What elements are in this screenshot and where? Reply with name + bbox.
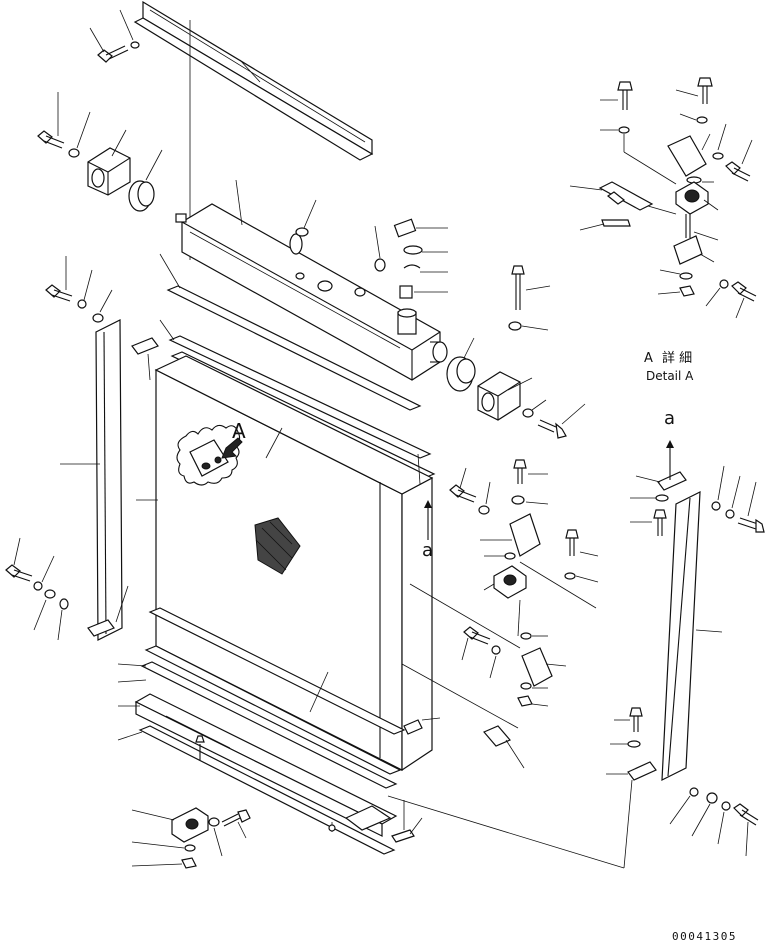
arrow-a-core: [424, 500, 432, 540]
washer: [725, 509, 735, 519]
bracket-left-top: [131, 337, 159, 355]
bolt-vertical-2: [513, 459, 527, 484]
rubber-cushion-right: [446, 356, 476, 392]
bracket-center: [509, 513, 541, 557]
bolt-right-panel-bottom: [733, 803, 759, 826]
lower-mount-bracket: [171, 807, 209, 843]
washer: [491, 645, 501, 655]
radiator-core: [154, 355, 434, 772]
washer: [44, 589, 56, 599]
washer: [33, 581, 43, 591]
detail-letter: A: [644, 351, 653, 366]
mount-block-right: [477, 371, 521, 421]
filler-neck: [397, 308, 417, 335]
detail-callout-bubble: [176, 424, 243, 486]
inlet-pipe: [430, 341, 448, 363]
mount-block-left: [87, 147, 131, 196]
washer: [564, 572, 576, 580]
bolt-left-panel-top: [45, 284, 73, 302]
bolt-right-mount: [537, 419, 567, 439]
bolt-vertical-3: [565, 529, 579, 556]
detail-bolt-4: [731, 281, 757, 302]
washer: [721, 801, 731, 811]
washer: [184, 844, 196, 852]
washer: [508, 321, 522, 331]
detail-a-title: A 詳 細 Detail A: [644, 350, 694, 383]
detail-frame-plate: [598, 181, 654, 211]
detail-bracket: [667, 135, 707, 177]
bolt-vertical: [511, 265, 525, 310]
leader-line: [387, 795, 625, 869]
bracket-right-top: [657, 471, 687, 491]
callout-label-a-large: A: [232, 419, 246, 443]
drain-plug: [195, 735, 205, 760]
bracket-right-bottom: [627, 761, 657, 781]
drain-cock-parts: [374, 218, 423, 299]
rubber-cushion-left: [128, 180, 155, 212]
washer: [522, 408, 534, 418]
washer: [68, 148, 80, 158]
arrow-a-detail: [666, 440, 674, 480]
washer: [520, 682, 532, 690]
washer: [689, 787, 699, 797]
detail-english: Detail A: [646, 369, 694, 383]
bolt-right-panel-vertical: [653, 509, 667, 536]
right-side-panel: [661, 491, 701, 781]
bracket-left-bottom: [87, 619, 115, 637]
upper-tank: [175, 203, 441, 381]
washer: [706, 792, 718, 804]
bolt-center-right-1: [449, 484, 477, 503]
drawing-number: 00041305: [672, 930, 737, 943]
detail-bolt-1: [617, 81, 633, 110]
bolt-left-upper: [37, 130, 65, 149]
washer: [92, 313, 104, 323]
detail-cushion: [675, 181, 709, 215]
detail-kanji: 詳 細: [662, 350, 692, 366]
washer: [511, 495, 525, 505]
detail-a-group: [569, 77, 757, 319]
detail-nut: [679, 285, 695, 297]
clip-small: [403, 719, 423, 735]
core-mesh-patch: [254, 517, 301, 575]
bolt-right-lower-vertical: [629, 707, 643, 732]
mount-cushion-center: [493, 565, 527, 599]
bolt-lower-mount: [221, 809, 251, 827]
nut-lower: [181, 857, 197, 869]
bolt-top-left: [97, 41, 140, 63]
washer: [59, 598, 69, 610]
detail-clip: [601, 219, 631, 227]
detail-bolt-3: [725, 161, 751, 182]
bolt-center-right-2: [463, 626, 491, 645]
washer: [627, 740, 641, 748]
lower-gasket-strip: [138, 725, 396, 855]
lower-tank: [134, 693, 398, 837]
washer: [655, 494, 669, 502]
bracket-center-lower: [521, 647, 553, 687]
detail-bolt-2: [697, 77, 713, 104]
tank-holes: [289, 233, 366, 297]
detail-lower-bracket: [673, 235, 703, 265]
bolt-left-panel-bottom: [5, 564, 33, 582]
washer: [77, 299, 87, 309]
detail-stud: [685, 214, 691, 238]
label-a-core: a: [422, 540, 433, 561]
nut-center: [517, 695, 533, 707]
washer: [520, 632, 532, 640]
left-side-panel: [95, 319, 123, 641]
clip-small-2: [483, 725, 511, 747]
washer: [208, 817, 220, 827]
label-a-detail: a: [664, 408, 675, 429]
cap-seal: [295, 227, 309, 237]
washer: [711, 501, 721, 511]
washer: [504, 552, 516, 560]
lower-gaskets: [140, 607, 406, 789]
top-guard-rail: [133, 0, 374, 161]
bolt-right-panel-top: [737, 517, 765, 533]
washer: [478, 505, 490, 515]
